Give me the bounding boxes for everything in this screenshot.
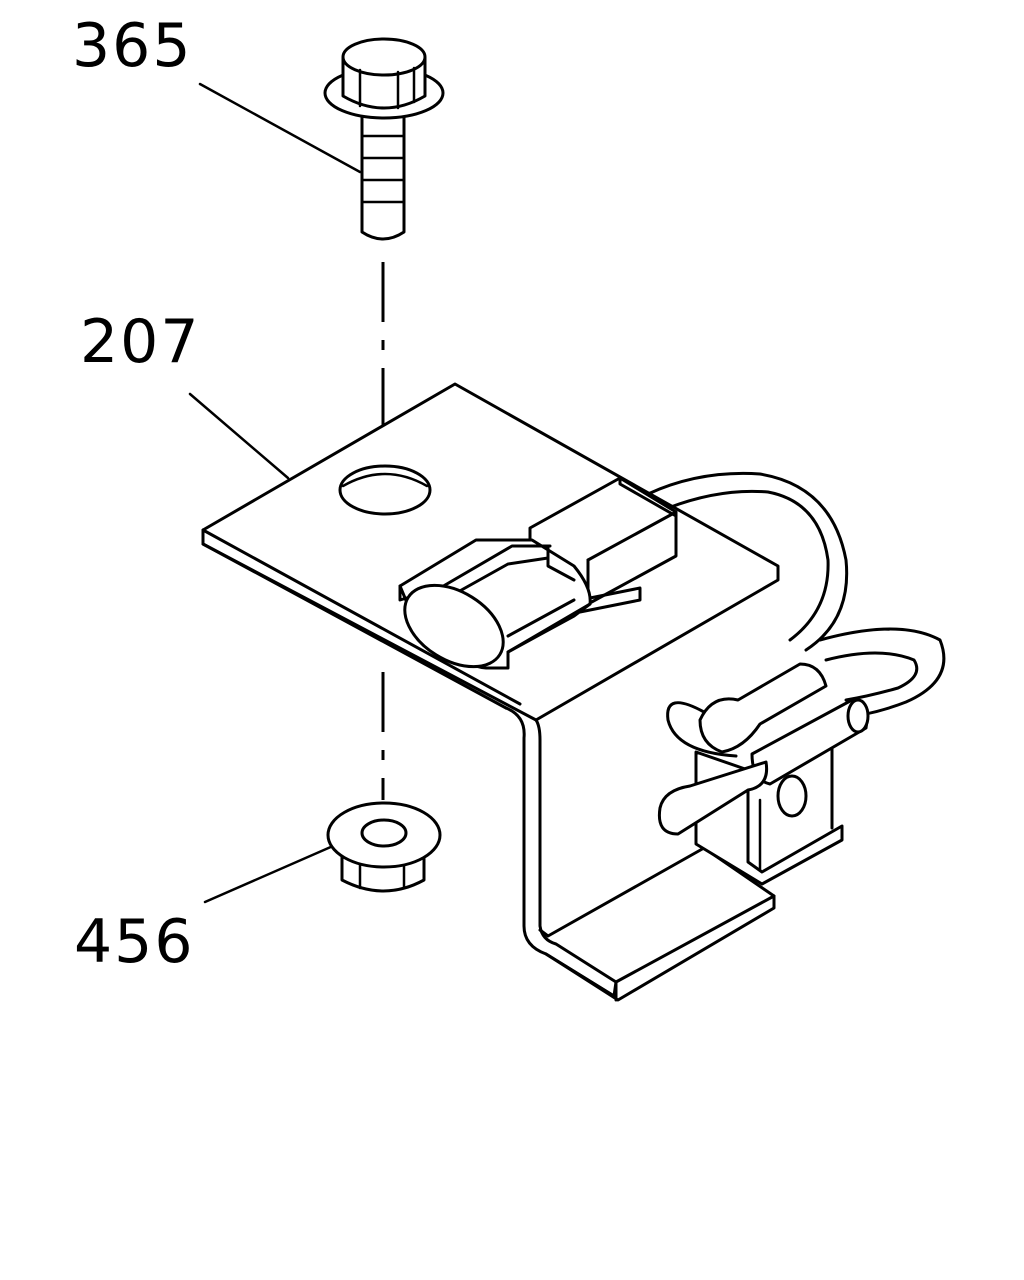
flange-bolt	[323, 37, 445, 241]
leader-line-207	[188, 392, 290, 480]
electrical-connector	[398, 476, 678, 670]
callout-207-label: 207	[80, 307, 201, 377]
callout-365-label: 365	[72, 11, 193, 81]
callout-456-label: 456	[74, 907, 195, 977]
harness-sleeve	[657, 662, 870, 836]
mounting-bracket	[201, 382, 780, 1002]
leader-line-456	[203, 844, 335, 904]
leader-line-365	[198, 82, 362, 174]
flange-nut	[326, 801, 442, 893]
wiring-harness	[646, 471, 946, 758]
